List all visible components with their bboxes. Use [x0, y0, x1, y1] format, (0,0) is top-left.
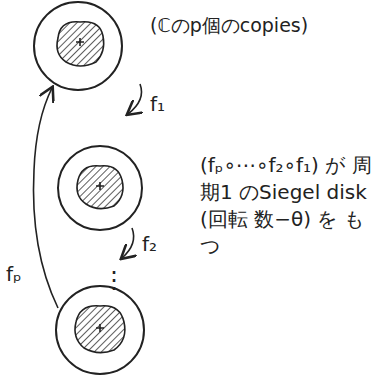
plane-circle: [34, 2, 122, 90]
siegel-disk: [57, 22, 104, 66]
plane-circle: [56, 286, 144, 374]
map-arrow: [122, 228, 134, 258]
siegel-disk: [77, 166, 123, 209]
map-arrow: [34, 88, 59, 308]
siegel-disk: [75, 306, 125, 353]
plane-circle: [58, 146, 142, 230]
map-label: fₚ: [6, 262, 22, 286]
note-label: (ℂのp個のcopies): [150, 14, 308, 37]
note-text: (fₚ∘⋯∘f₂∘f₁) が 周期1 のSiegel disk (回転 数−θ)…: [200, 152, 378, 260]
map-label: f₂: [142, 232, 157, 256]
map-arrow: [128, 84, 142, 114]
ellipsis: ⋮: [102, 266, 126, 295]
map-label: f₁: [150, 92, 165, 116]
